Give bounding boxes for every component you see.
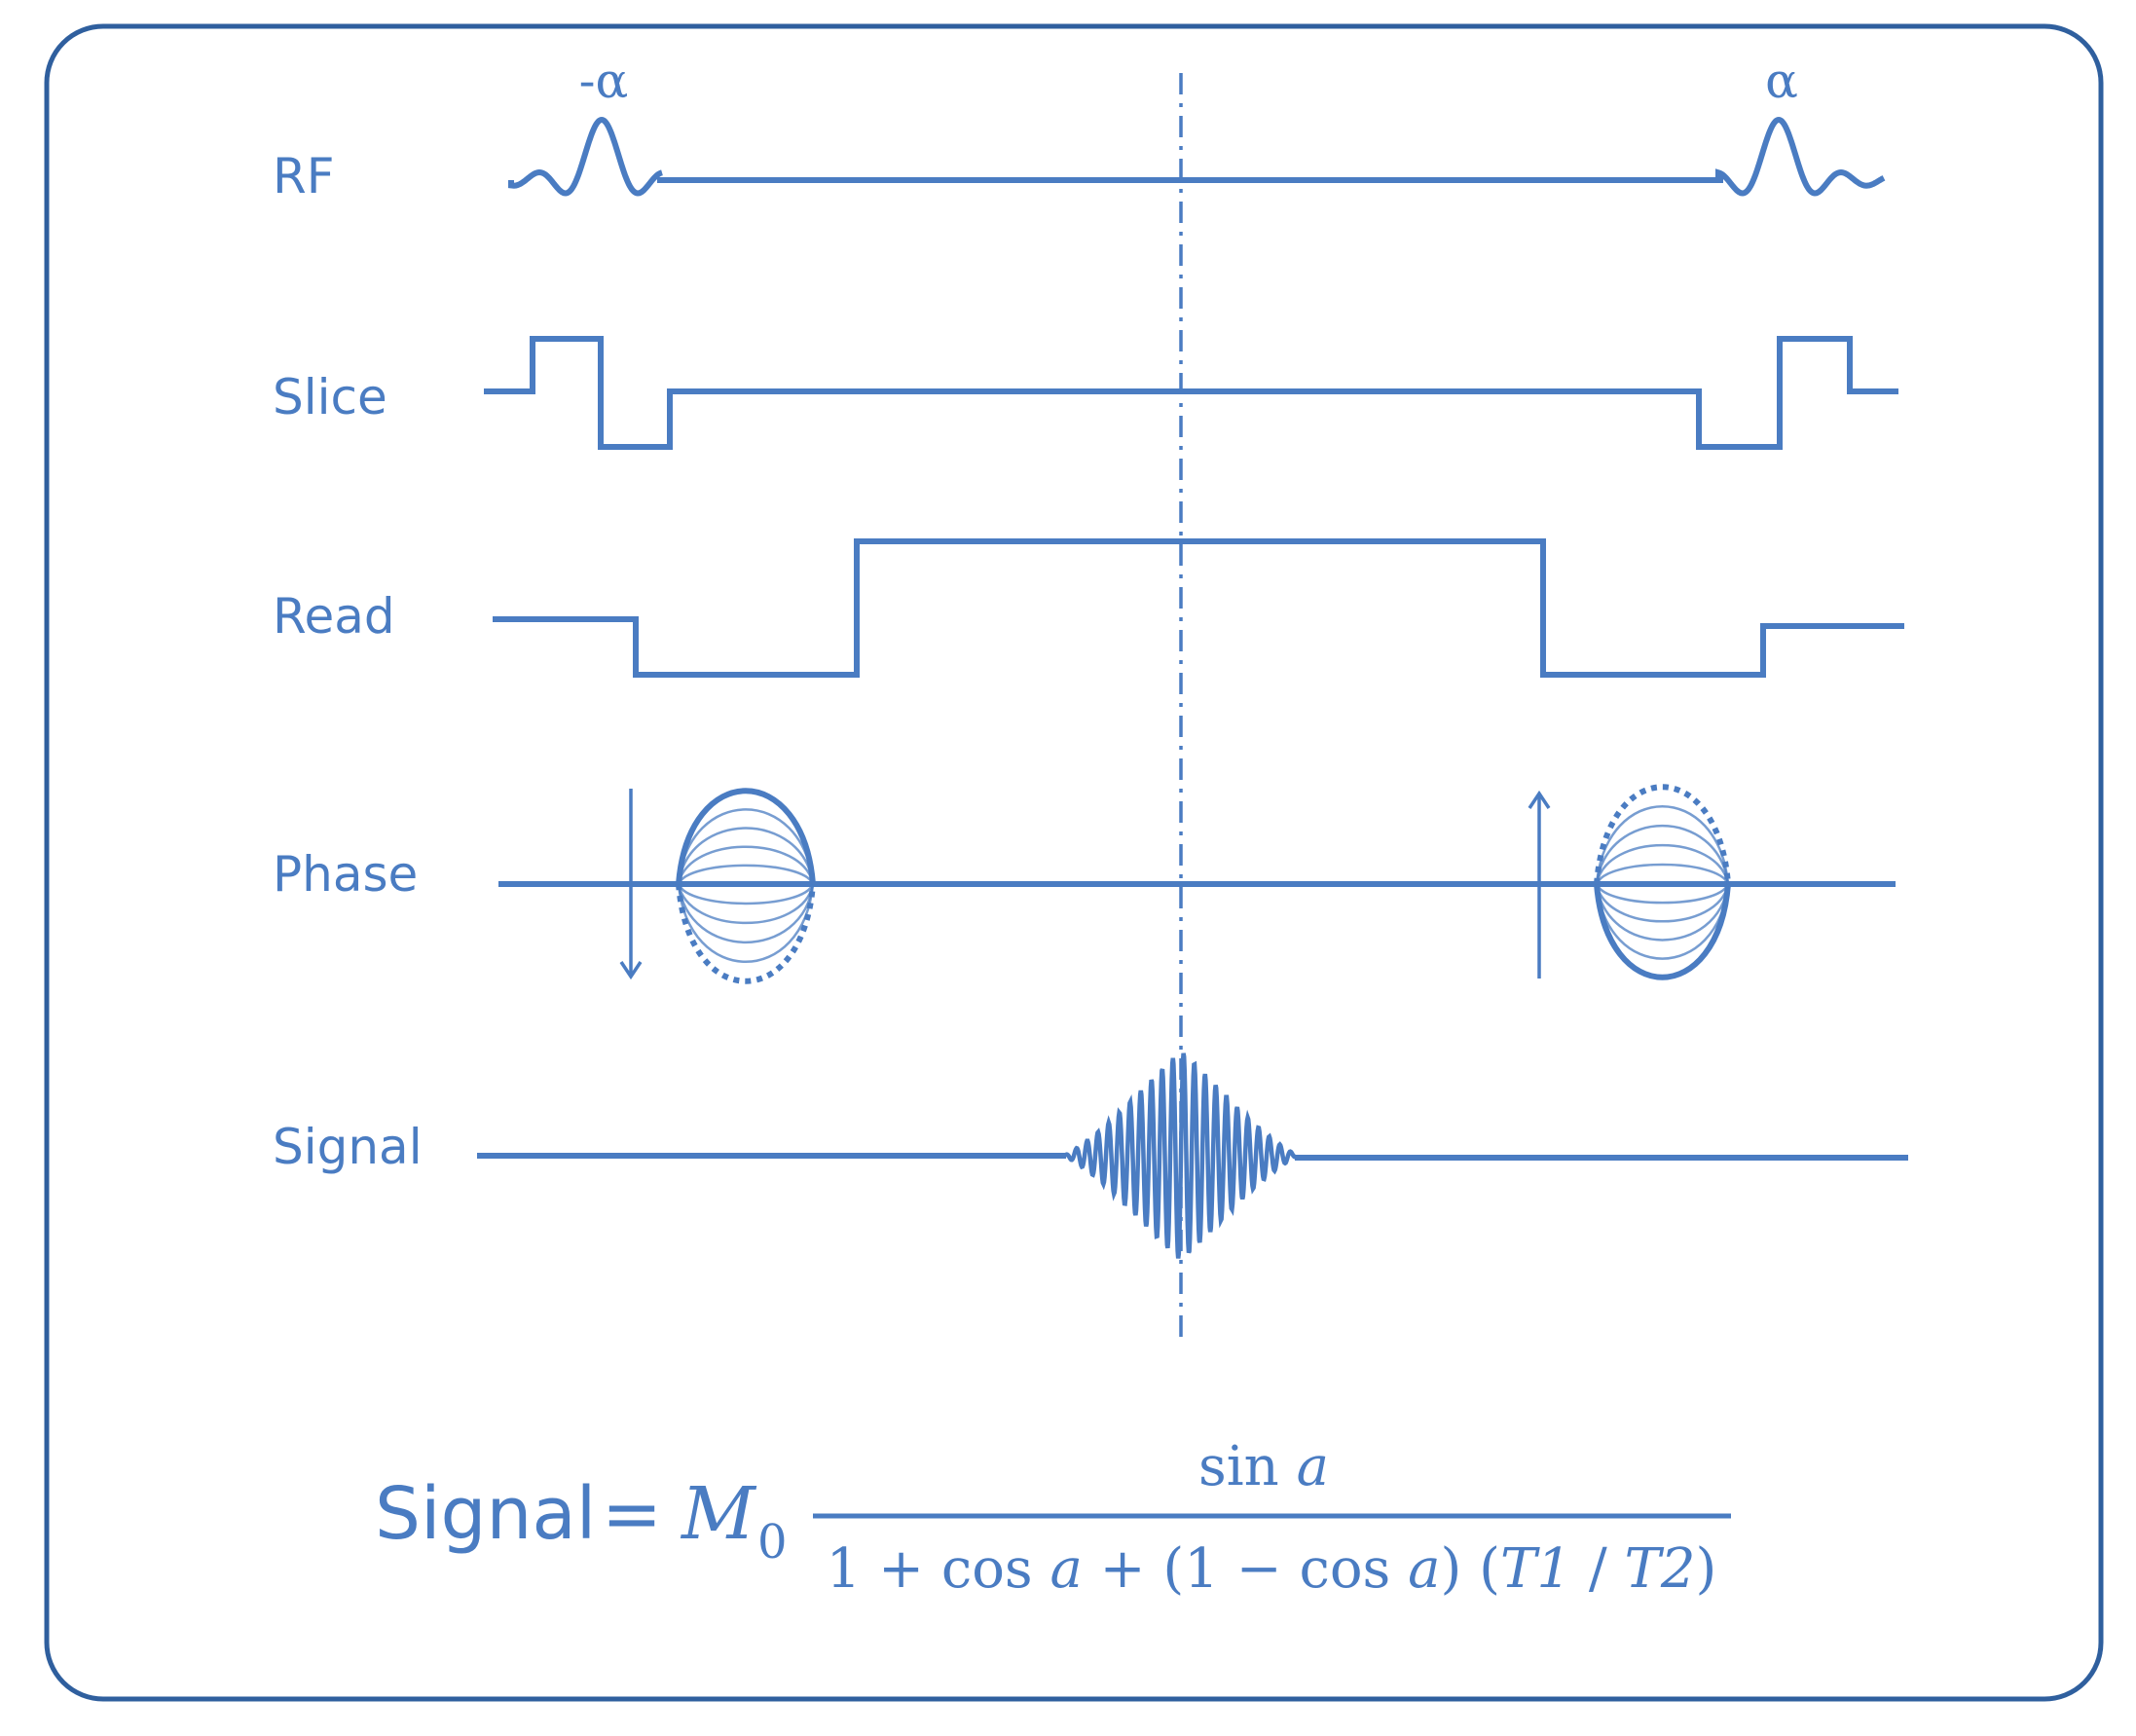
row-label-rf: RF xyxy=(273,148,335,204)
phase-encode-step xyxy=(1595,883,1730,942)
pulse-label-second: α xyxy=(1765,53,1798,109)
read-gradient-trace xyxy=(493,538,1904,678)
row-label-phase: Phase xyxy=(273,846,418,903)
equation-lhs: Signal xyxy=(375,1472,596,1556)
phase-encode-lobe-left xyxy=(676,788,816,984)
phase-encode-step xyxy=(1595,863,1730,885)
signal-equation: Signal = M 0 sin a 1 + cos a + (1 − cos … xyxy=(375,1435,1731,1601)
phase-encode-step xyxy=(1595,883,1730,960)
phase-encode-step xyxy=(1595,844,1730,885)
arrow-up-icon xyxy=(1528,790,1551,979)
rf-pulse-left xyxy=(508,116,663,197)
phase-encode-step xyxy=(677,827,815,885)
equation-numerator: sin a xyxy=(1198,1435,1329,1498)
equation-equals: = xyxy=(602,1472,662,1556)
phase-encode-step xyxy=(676,788,816,885)
signal-echo-waveform xyxy=(1063,1053,1299,1259)
row-label-read: Read xyxy=(273,588,395,645)
phase-encode-step xyxy=(1594,883,1731,980)
rf-pulse-right xyxy=(1715,116,1886,197)
phase-encode-step xyxy=(677,883,815,963)
equation-m-subscript: 0 xyxy=(757,1515,788,1570)
equation-m: M xyxy=(680,1472,757,1556)
phase-encode-step xyxy=(1595,883,1730,923)
phase-encode-step xyxy=(1595,883,1730,905)
row-label-slice: Slice xyxy=(273,369,387,425)
row-label-signal: Signal xyxy=(273,1119,423,1175)
pulse-label-first: -α xyxy=(579,53,629,109)
phase-encode-lobe-right xyxy=(1594,784,1731,980)
diagram-frame xyxy=(44,23,2104,1702)
phase-encode-step xyxy=(677,883,815,925)
phase-encode-step xyxy=(677,883,815,905)
phase-encode-step xyxy=(1595,825,1730,885)
phase-encode-step xyxy=(677,845,815,885)
equation-denominator: 1 + cos a + (1 − cos a) (T1 / T2) xyxy=(827,1537,1717,1601)
phase-encode-step xyxy=(677,883,815,943)
arrow-down-icon xyxy=(619,789,643,980)
slice-gradient-trace xyxy=(484,336,1898,450)
phase-encode-step xyxy=(1594,784,1731,885)
phase-encode-step xyxy=(677,808,815,885)
phase-encode-step xyxy=(676,883,816,984)
phase-encode-step xyxy=(677,864,815,885)
